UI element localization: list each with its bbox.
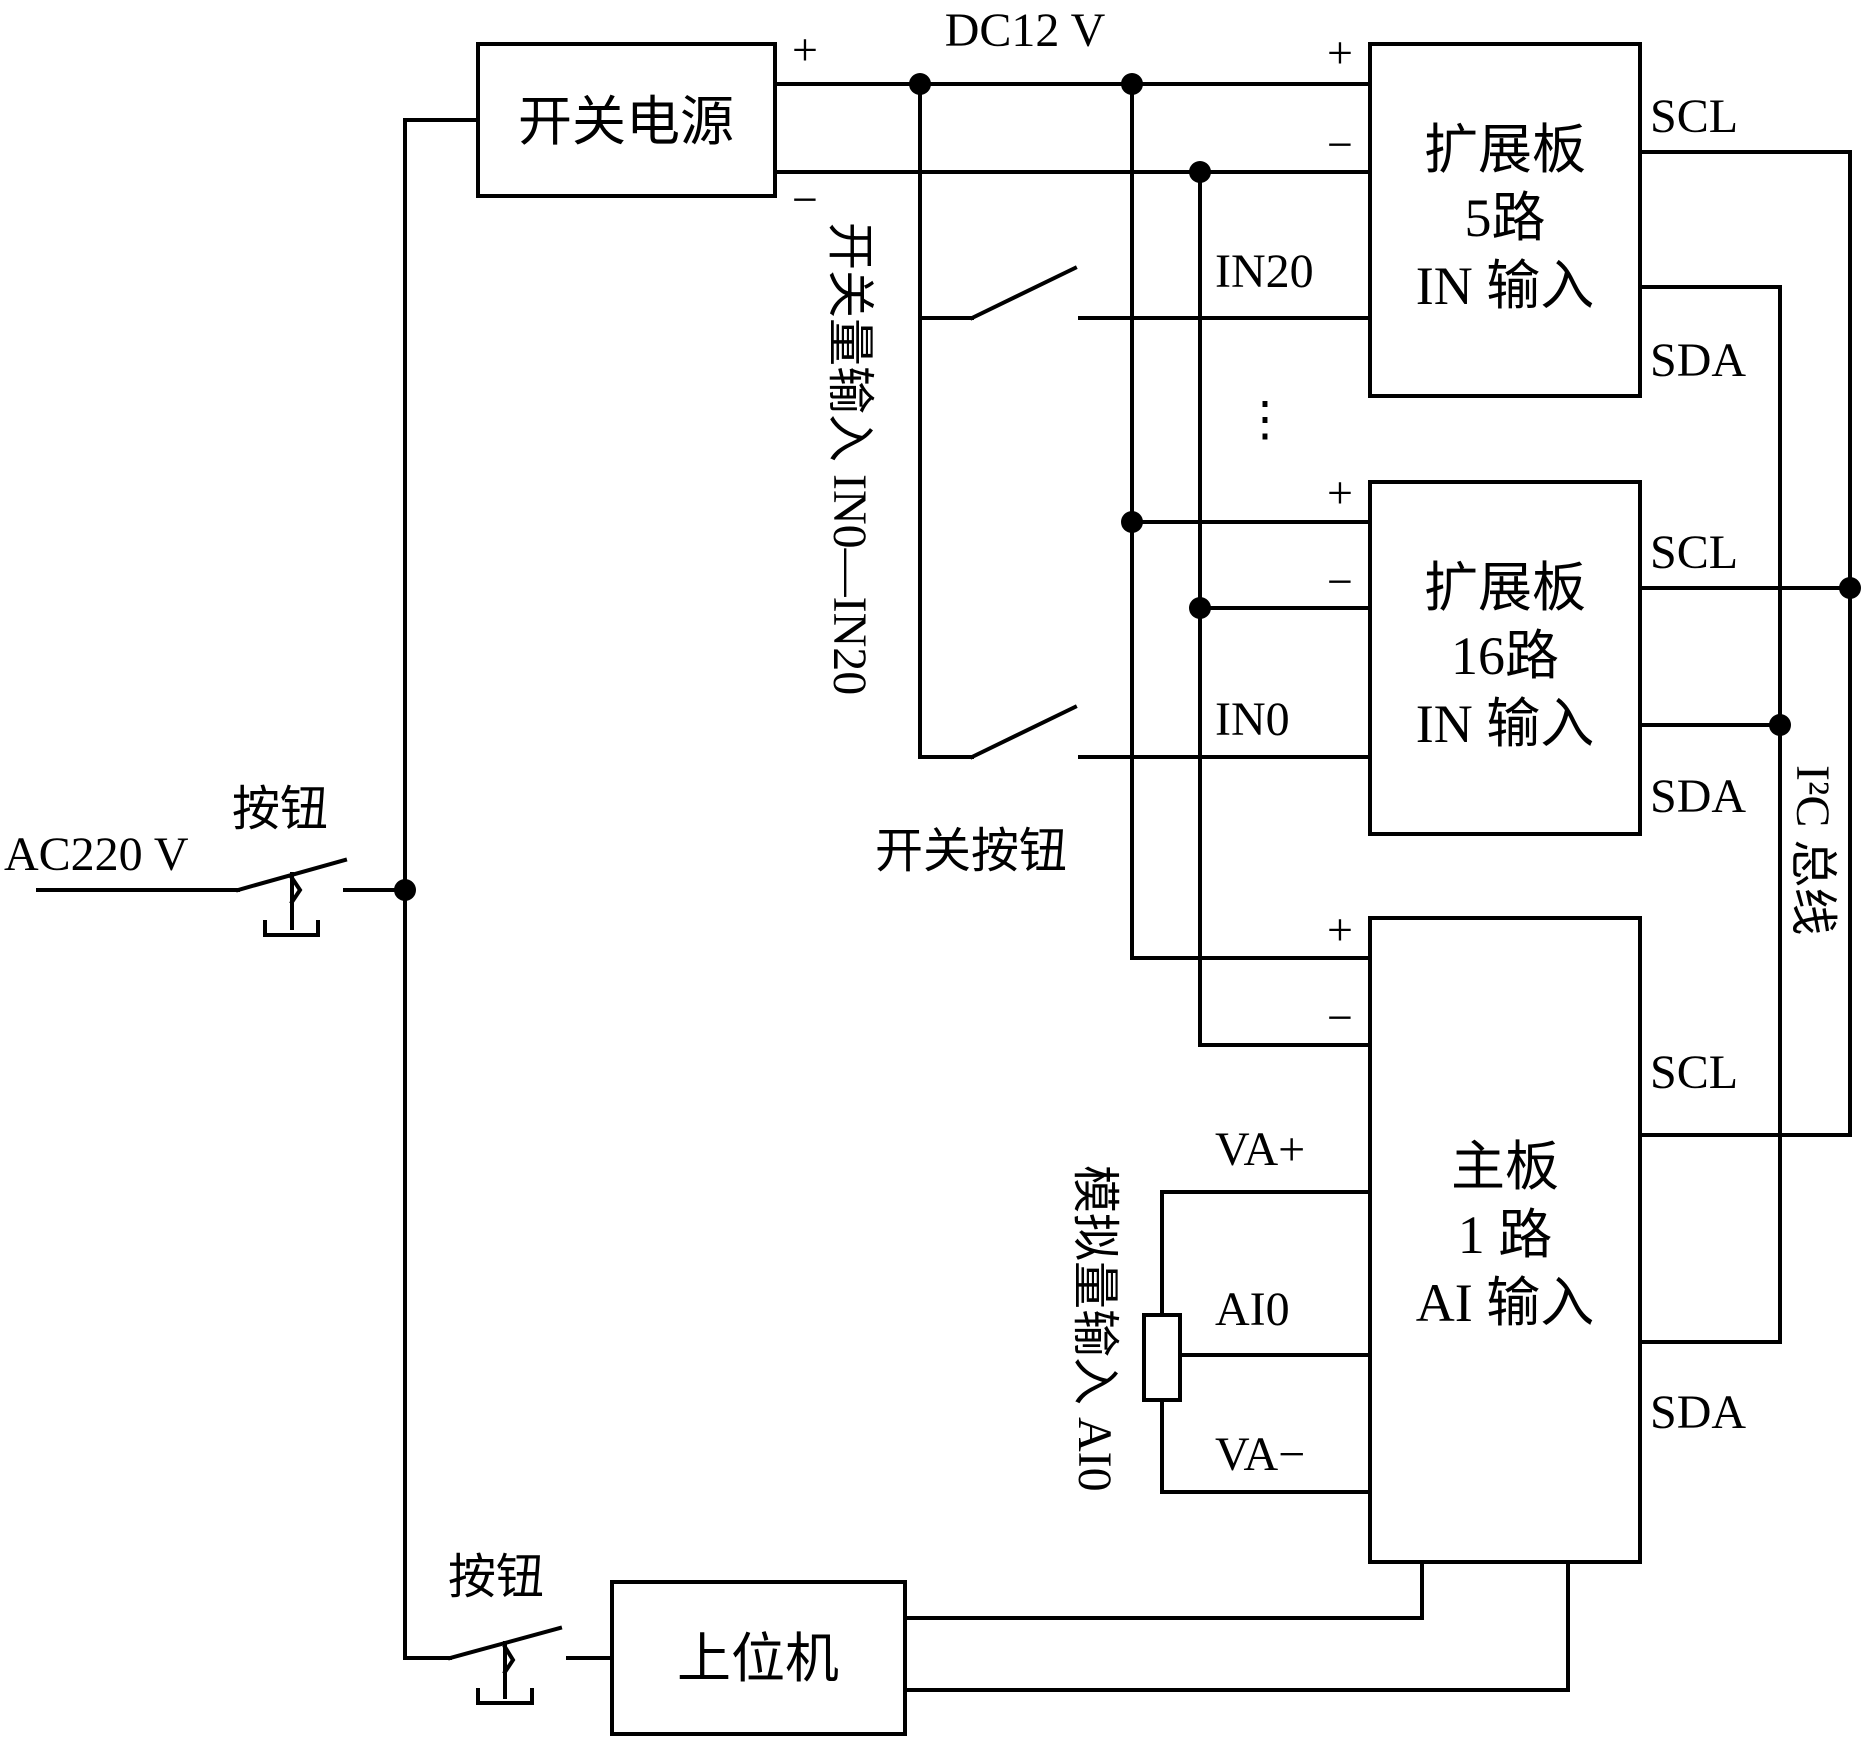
- va-plus-label: VA+: [1215, 1123, 1305, 1176]
- va-minus-label: VA−: [1215, 1428, 1305, 1481]
- potentiometer: [1142, 1313, 1182, 1402]
- labels: DC12 V AC220 V 按钮 按钮 开关按钮 IN20 IN0 ⋮ VA+…: [4, 4, 1839, 1604]
- main-scl-label: SCL: [1650, 1046, 1738, 1099]
- psu-plus-sign: +: [792, 24, 818, 75]
- scl-bus: [1638, 150, 1852, 1137]
- ellipsis-label: ⋮: [1241, 393, 1289, 446]
- junction-dot: [1839, 577, 1861, 599]
- ext5-minus-sign: −: [1327, 119, 1353, 170]
- analog-input-vertical-label: 模拟量输入 AI0: [1068, 1165, 1121, 1492]
- power-supply-label: 开关电源: [518, 92, 734, 152]
- ac220v-label: AC220 V: [4, 828, 189, 881]
- in0-label: IN0: [1215, 693, 1290, 746]
- host-block: 上位机: [610, 1580, 907, 1736]
- junction-dot: [1121, 73, 1143, 95]
- ext16-sda-label: SDA: [1650, 770, 1746, 823]
- host-link-2: [903, 1560, 1570, 1692]
- main-sda-label: SDA: [1650, 1386, 1746, 1439]
- ext16-type: IN 输入: [1416, 694, 1594, 754]
- pin-labels: + − + − SCL SDA + − SCL SDA + − SCL SDA: [792, 24, 1746, 1439]
- junctions: [394, 73, 1861, 901]
- ext5-title: 扩展板: [1424, 120, 1586, 180]
- power-supply-block: 开关电源: [476, 42, 777, 198]
- ext-board-5-block: 扩展板 5路 IN 输入: [1368, 42, 1642, 398]
- junction-dot: [394, 879, 416, 901]
- ext16-minus-sign: −: [1327, 556, 1353, 607]
- junction-dot: [1769, 714, 1791, 736]
- main-title: 主板: [1451, 1137, 1559, 1197]
- ext5-type: IN 输入: [1416, 256, 1594, 316]
- ext16-scl-label: SCL: [1650, 526, 1738, 579]
- junction-dot: [1189, 597, 1211, 619]
- junction-dot: [1189, 161, 1211, 183]
- host-link-1: [903, 1560, 1424, 1620]
- host-button-label: 按钮: [448, 1551, 544, 1604]
- va-plus-wire: [1160, 1190, 1372, 1317]
- switch-button-label: 开关按钮: [875, 825, 1067, 878]
- ext5-channels: 5路: [1465, 188, 1546, 248]
- switch-in0-blade: [969, 704, 1078, 760]
- ext-board-16-block: 扩展板 16路 IN 输入: [1368, 480, 1642, 836]
- ac-button-label: 按钮: [232, 783, 328, 836]
- in20-label: IN20: [1215, 245, 1314, 298]
- switch-input-vertical-label: 开关量输入 IN0—IN20: [823, 222, 876, 695]
- host-push-button: [447, 1625, 563, 1705]
- i2c-bus-label: I²C 总线: [1786, 765, 1839, 935]
- main-channels: 1 路: [1458, 1205, 1553, 1265]
- ai0-label: AI0: [1215, 1283, 1290, 1336]
- psu-minus-sign: −: [792, 174, 818, 225]
- junction-dot: [909, 73, 931, 95]
- ac-push-button: [235, 857, 348, 937]
- host-label: 上位机: [677, 1629, 839, 1689]
- ext16-title: 扩展板: [1424, 558, 1586, 618]
- ext5-scl-label: SCL: [1650, 90, 1738, 143]
- va-minus-wire: [1160, 1398, 1372, 1494]
- dc12v-label: DC12 V: [945, 4, 1106, 57]
- ext16-channels: 16路: [1451, 626, 1559, 686]
- main-minus-sign: −: [1327, 992, 1353, 1043]
- main-type: AI 输入: [1416, 1273, 1594, 1333]
- main-board-block: 主板 1 路 AI 输入: [1368, 916, 1642, 1564]
- ext16-plus-sign: +: [1327, 467, 1353, 518]
- main-plus-sign: +: [1327, 904, 1353, 955]
- ext5-plus-sign: +: [1327, 27, 1353, 78]
- ext5-sda-label: SDA: [1650, 334, 1746, 387]
- switch-in20-blade: [969, 265, 1078, 321]
- sda-bus: [1638, 285, 1782, 1344]
- junction-dot: [1121, 511, 1143, 533]
